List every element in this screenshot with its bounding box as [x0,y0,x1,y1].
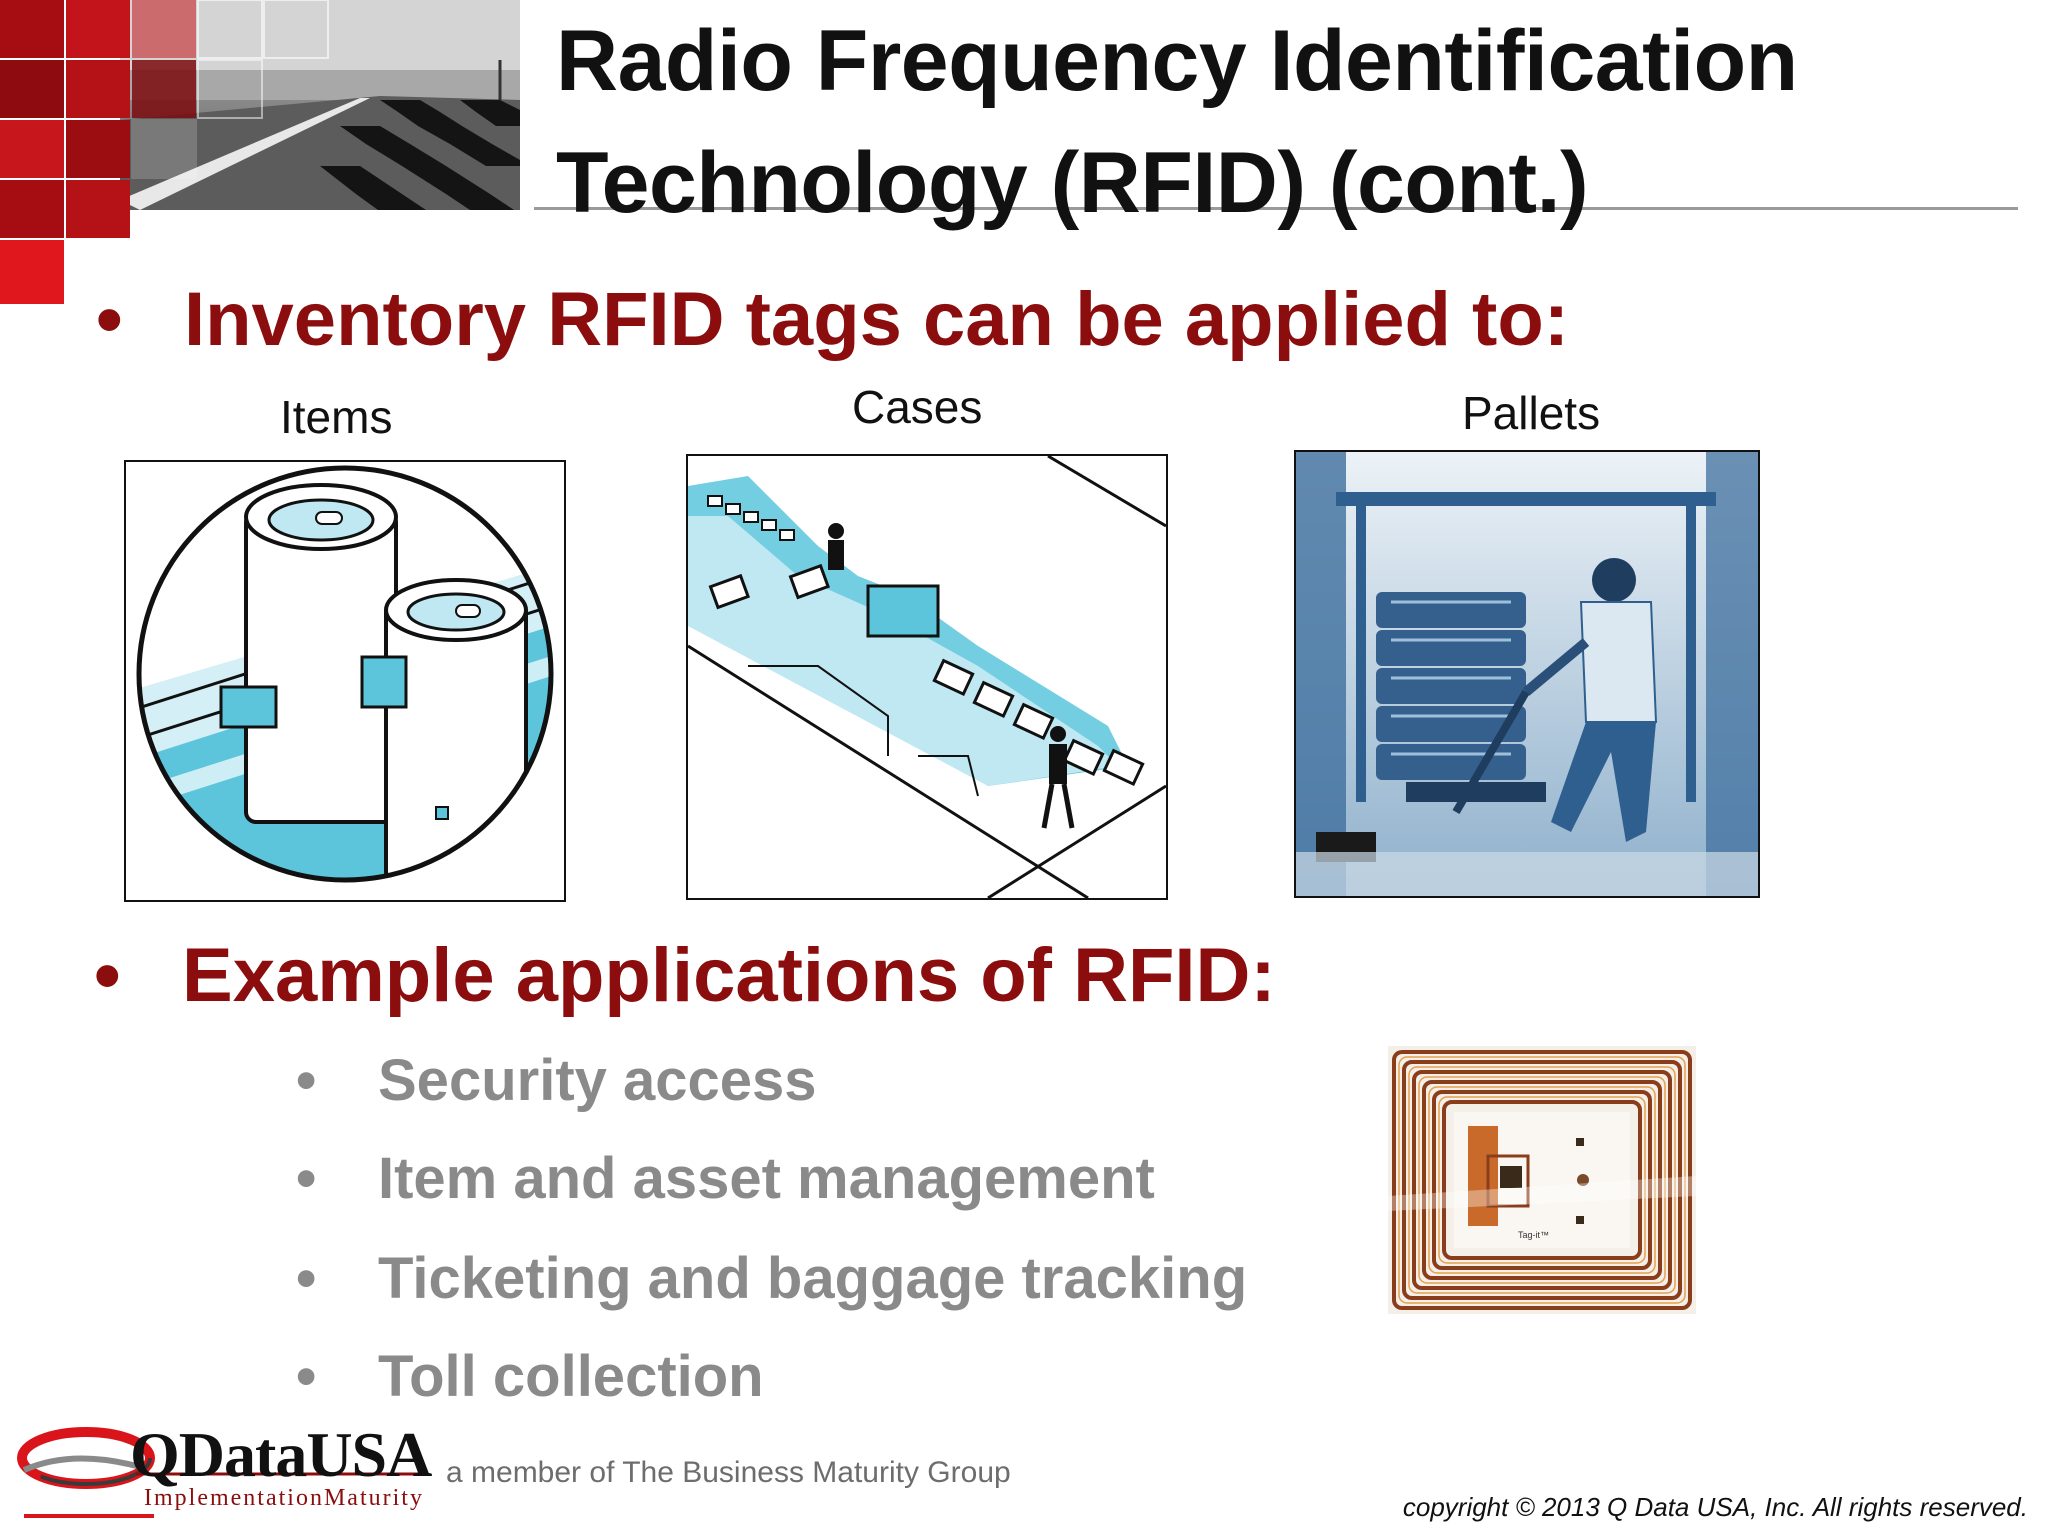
pallets-photo [1294,450,1760,898]
member-text: a member of The Business Maturity Group [446,1456,1011,1489]
slide-title-line-1: Radio Frequency Identification [556,13,1798,109]
bullet-dot: • [94,933,121,1018]
rfid-tag-photo: Tag-it™ [1388,1046,1696,1314]
cases-conveyor-image [688,456,1166,898]
bullet-example-applications: • Example applications of RFID: [94,926,1276,1026]
slide-title: Radio Frequency Identification Technolog… [556,0,2026,244]
slide-title-line-2: Technology (RFID) (cont.) [556,135,1589,231]
bullet-inventory-tags: • Inventory RFID tags can be applied to: [96,270,1569,370]
bullet-inventory-text: Inventory RFID tags can be applied to: [184,277,1570,362]
list-item: • Toll collection [296,1342,764,1412]
list-item-text: Toll collection [378,1344,764,1409]
list-item: • Item and asset management [296,1144,1155,1214]
items-illustration [124,460,566,902]
copyright-text: copyright © 2013 Q Data USA, Inc. All ri… [1402,1492,2028,1522]
sub-bullet-dot: • [296,1246,317,1311]
caption-cases: Cases [852,381,983,433]
items-cans-image [136,465,554,883]
qdata-logo-swoosh-icon [17,1427,426,1518]
list-item-text: Ticketing and baggage tracking [378,1246,1248,1311]
logo-wordmark: QDataUSA [130,1419,432,1490]
list-item-text: Security access [378,1048,817,1113]
sub-bullet-dot: • [296,1146,317,1211]
cases-illustration [686,454,1168,900]
caption-pallets: Pallets [1462,387,1601,439]
sub-bullet-dot: • [296,1048,317,1113]
caption-items: Items [280,391,393,443]
bullet-applications-text: Example applications of RFID: [182,933,1276,1018]
bullet-dot: • [96,277,123,362]
sub-bullet-dot: • [296,1344,317,1409]
header-runway-photo [120,0,520,210]
title-underline [534,207,2018,210]
logo-tagline: ImplementationMaturity [144,1485,424,1511]
runway-checker-image [120,0,520,210]
list-item: • Ticketing and baggage tracking [296,1244,1247,1314]
list-item-text: Item and asset management [378,1146,1155,1211]
tag-print-text: Tag-it™ [1518,1230,1549,1240]
pallets-forklift-image [1296,452,1758,896]
header-red-squares [0,0,329,304]
list-item: • Security access [296,1046,817,1116]
